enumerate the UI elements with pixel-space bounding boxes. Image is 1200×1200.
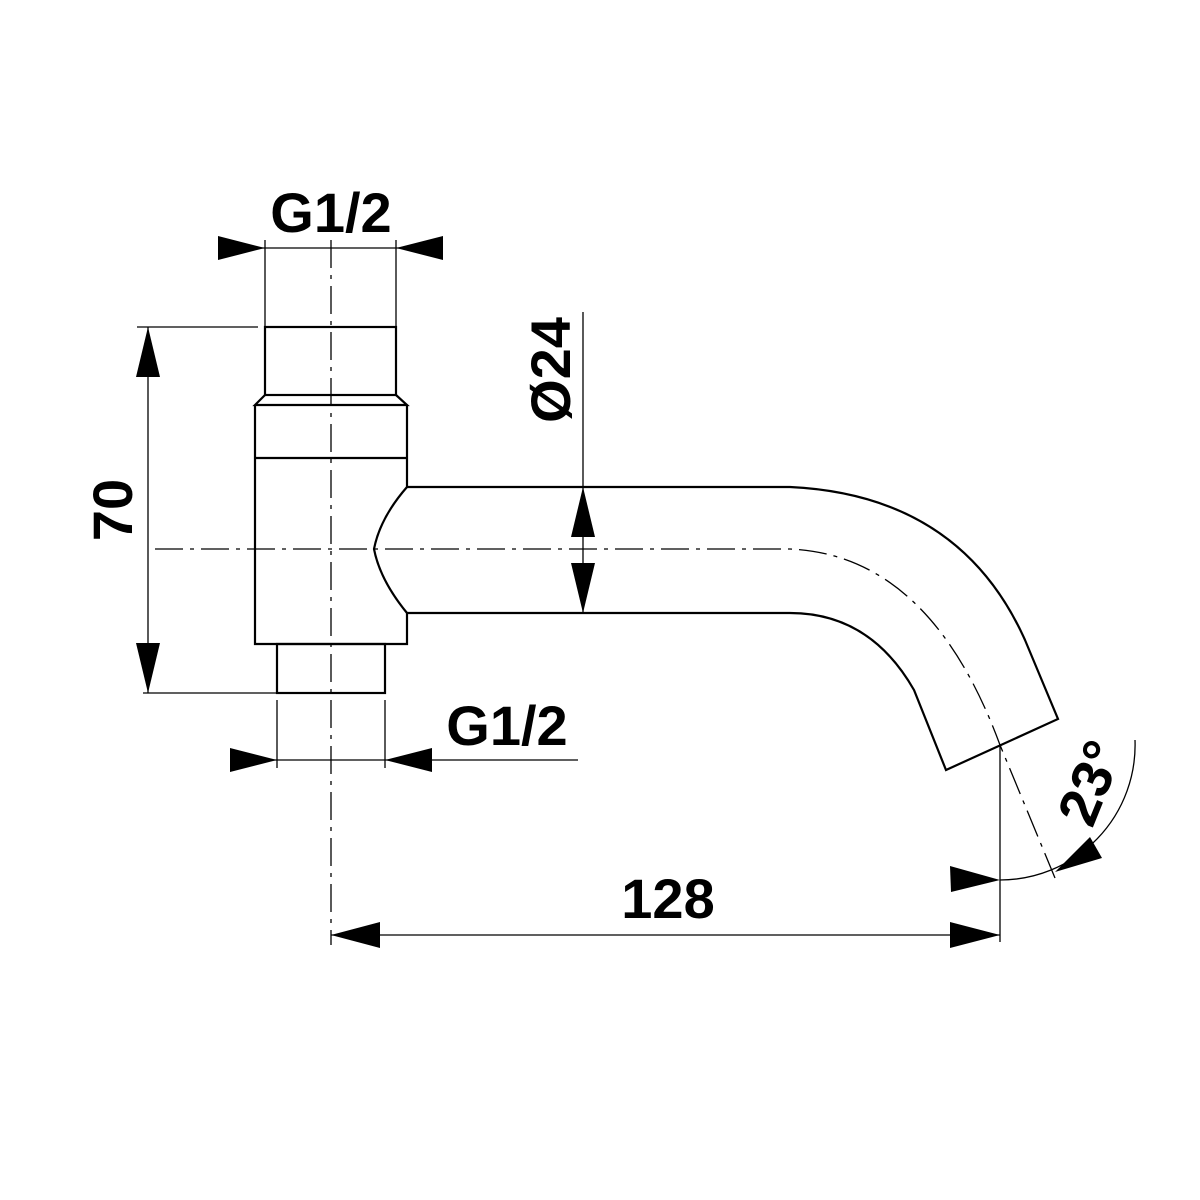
label-thread-top: G1/2 <box>270 181 391 244</box>
spout <box>407 485 1060 772</box>
label-height: 70 <box>81 479 144 541</box>
label-angle: 23° <box>1045 732 1135 834</box>
label-thread-bottom: G1/2 <box>446 694 567 757</box>
dimension-projection: 128 <box>331 745 1001 948</box>
dimension-thread-bottom: G1/2 <box>230 694 578 772</box>
spout-centerline <box>155 548 1056 879</box>
valve-body <box>252 325 410 695</box>
label-projection: 128 <box>621 867 714 930</box>
lower-nipple <box>275 642 387 695</box>
label-diameter: Ø24 <box>519 317 582 423</box>
dimension-diameter: Ø24 <box>519 312 595 613</box>
dimension-height: 70 <box>81 326 277 694</box>
dimension-thread-top: G1/2 <box>218 181 443 327</box>
